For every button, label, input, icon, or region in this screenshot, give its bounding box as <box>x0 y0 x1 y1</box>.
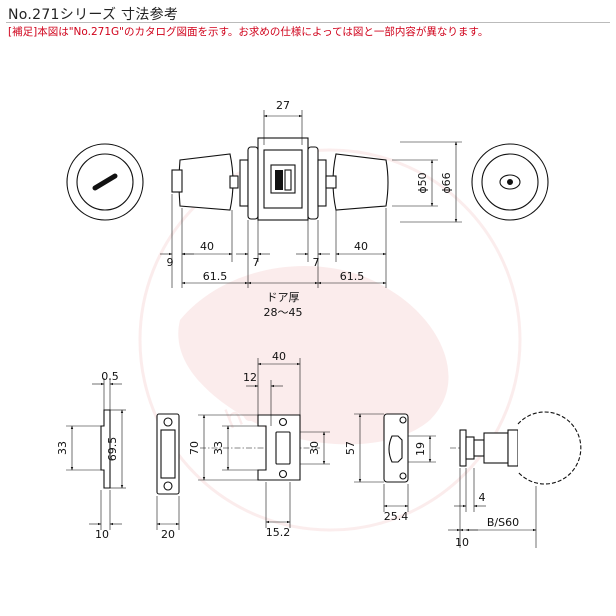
dim-33-front: 33 <box>212 441 225 455</box>
dim-phi66: ϕ66 <box>440 172 453 193</box>
latch-bolt-side <box>450 411 582 485</box>
dim-12: 12 <box>243 371 257 384</box>
dim-19: 19 <box>414 442 427 456</box>
door-thickness-label: ドア厚 <box>267 291 300 304</box>
strike-plate <box>383 413 409 483</box>
dim-phi50: ϕ50 <box>416 172 429 193</box>
dim-10-bolt: 10 <box>455 536 469 549</box>
dim-right-61-5: 61.5 <box>340 270 365 283</box>
dim-20: 20 <box>161 528 175 541</box>
dim-backset: B/S60 <box>487 516 519 529</box>
dim-69-5: 69.5 <box>106 437 119 462</box>
dim-70: 70 <box>188 441 201 455</box>
dim-27: 27 <box>276 99 290 112</box>
side-view-lockset <box>171 137 389 221</box>
dim-right-40: 40 <box>354 240 368 253</box>
dim-right-7: 7 <box>313 256 320 269</box>
dim-9: 9 <box>167 256 174 269</box>
title-divider <box>6 22 610 23</box>
dim-25-4: 25.4 <box>384 510 409 523</box>
door-thickness-range: 28〜45 <box>264 306 303 319</box>
note-tag: [補足] <box>8 26 38 38</box>
dim-left-61-5: 61.5 <box>203 270 228 283</box>
dim-57: 57 <box>344 441 357 455</box>
supplement-note: [補足]本図は"No.271G"のカタログ図面を示す。お求めの仕様によっては図と… <box>8 24 488 39</box>
latch-faceplate-front <box>156 413 180 495</box>
dim-4: 4 <box>479 491 486 504</box>
dim-40-front: 40 <box>272 350 286 363</box>
front-view-right-rosette <box>471 143 549 221</box>
dim-0-5: 0.5 <box>101 370 119 383</box>
latch-faceplate-side <box>100 409 111 489</box>
dim-left-40: 40 <box>200 240 214 253</box>
dim-15-2: 15.2 <box>266 526 291 539</box>
latch-body-front <box>200 414 320 481</box>
front-view-left-rosette <box>66 143 144 221</box>
dim-33-side: 33 <box>56 441 69 455</box>
dim-left-7: 7 <box>253 256 260 269</box>
dim-30: 30 <box>308 441 321 455</box>
note-text: 本図は"No.271G"のカタログ図面を示す。お求めの仕様によっては図と一部内容… <box>37 26 489 38</box>
dim-10-side: 10 <box>95 528 109 541</box>
page-title: No.271シリーズ 寸法参考 <box>8 7 179 23</box>
